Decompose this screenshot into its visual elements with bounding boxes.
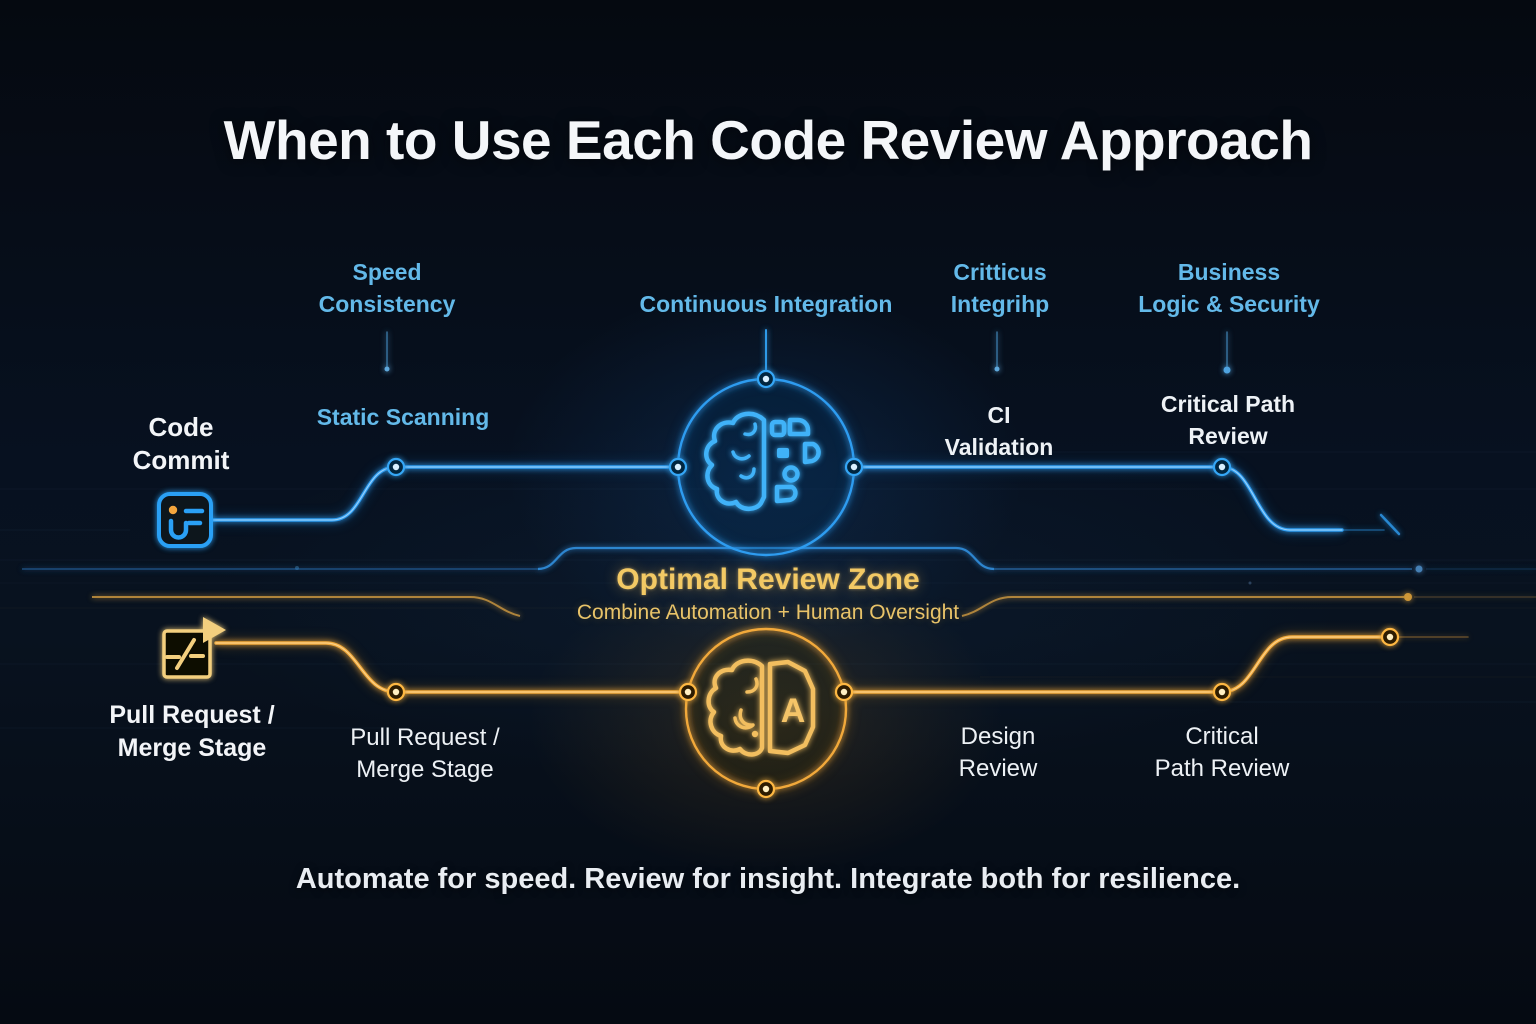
human-ai-brain-icon: A — [706, 658, 816, 757]
background-traces — [0, 451, 1536, 729]
pipeline-node — [1212, 457, 1232, 477]
pipeline-node — [668, 457, 688, 477]
pipeline-node — [1380, 627, 1400, 647]
pipeline-node — [834, 682, 854, 702]
pipeline-node — [386, 682, 406, 702]
human-pipeline-line — [214, 627, 1469, 791]
pipeline-node — [678, 682, 698, 702]
pipeline-node — [756, 369, 776, 389]
brain-letter: A — [781, 692, 806, 730]
ai-brain-icon — [704, 411, 821, 512]
human-pipeline-nodes — [386, 627, 1400, 799]
pull-request-merge-icon — [162, 617, 226, 679]
pipeline-node — [844, 457, 864, 477]
pipeline-node — [386, 457, 406, 477]
code-commit-icon — [157, 492, 213, 548]
blue-line-end-tick — [1379, 513, 1401, 536]
pipeline-node — [1212, 682, 1232, 702]
pipeline-node — [756, 779, 776, 799]
review-zone-border — [22, 546, 1536, 617]
